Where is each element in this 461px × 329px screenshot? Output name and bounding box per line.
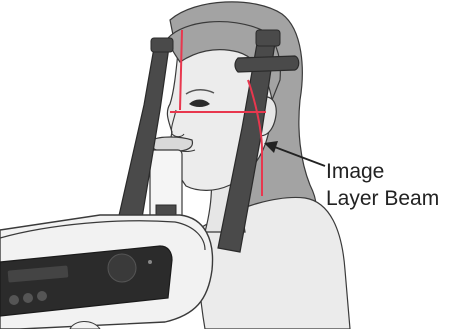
control-button-c <box>37 291 47 301</box>
callout-line-1: Image <box>326 158 458 185</box>
control-button-b <box>23 293 33 303</box>
callout-line-2: Layer Beam <box>326 185 458 212</box>
temple-support-right-cap <box>256 30 280 46</box>
control-dial <box>108 254 136 282</box>
temple-support-left-cap <box>151 38 173 52</box>
bite-block <box>151 137 192 151</box>
control-button-a <box>9 295 19 305</box>
temple-pad <box>235 56 299 72</box>
indicator-light <box>148 260 152 264</box>
callout-label: Image Layer Beam <box>326 158 458 212</box>
